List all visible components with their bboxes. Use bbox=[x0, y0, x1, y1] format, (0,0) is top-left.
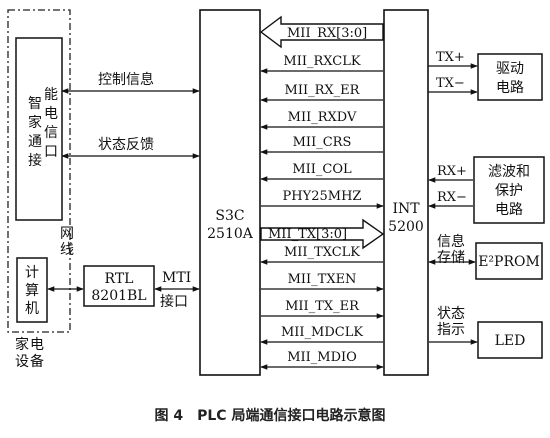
smart-interface-label: 智 家 通 接 能 电 信 口 bbox=[28, 87, 58, 169]
rx-minus-label: RX− bbox=[437, 190, 467, 205]
led-block bbox=[477, 321, 543, 359]
svg-text:电路: 电路 bbox=[496, 80, 524, 96]
svg-text:备: 备 bbox=[30, 353, 44, 370]
status-feedback-label: 状态反馈 bbox=[98, 137, 154, 153]
smart-interface-label-col2: 能 bbox=[44, 87, 58, 103]
svg-text:家: 家 bbox=[28, 114, 42, 131]
mti-label: MTI bbox=[162, 270, 191, 286]
svg-text:电: 电 bbox=[30, 337, 44, 353]
drive-circuit-label: 驱动 bbox=[496, 61, 524, 77]
signal-mii-txclk: MII_TXCLK bbox=[284, 245, 360, 260]
led-label: LED bbox=[495, 333, 526, 349]
signal-mii-tx: MII_TX[3:0] bbox=[268, 227, 347, 242]
int5200-label: INT bbox=[392, 201, 420, 217]
svg-text:设: 设 bbox=[15, 354, 29, 370]
svg-text:接: 接 bbox=[28, 152, 42, 169]
svg-text:算: 算 bbox=[25, 283, 39, 299]
smart-interface-block bbox=[15, 37, 63, 221]
svg-text:机: 机 bbox=[25, 301, 39, 317]
appliance-device-frame bbox=[7, 9, 71, 333]
filter-protection-label: 滤波和 bbox=[488, 164, 530, 180]
mii-rx-bus-arrow bbox=[259, 15, 384, 49]
signal-mii-rx: MII_RX[3:0] bbox=[287, 26, 367, 41]
signal-mii-txen: MII_TXEN bbox=[288, 272, 357, 287]
svg-text:指示: 指示 bbox=[437, 322, 465, 338]
svg-text:电路: 电路 bbox=[495, 202, 523, 218]
signal-phy25mhz: PHY25MHZ bbox=[283, 189, 362, 204]
svg-text:5200: 5200 bbox=[388, 219, 424, 235]
filter-protection-block bbox=[473, 156, 545, 224]
svg-text:保护: 保护 bbox=[495, 183, 523, 199]
svg-text:通: 通 bbox=[28, 134, 42, 150]
svg-text:存储: 存储 bbox=[437, 250, 465, 266]
signal-mii-crs: MII_CRS bbox=[293, 135, 352, 150]
figure-caption: 图 4 PLC 局端通信接口电路示意图 bbox=[155, 407, 386, 424]
signal-mii-rxclk: MII_RXCLK bbox=[283, 54, 360, 69]
computer-block bbox=[16, 257, 48, 323]
svg-text:线: 线 bbox=[60, 242, 74, 258]
signal-mii-tx-er: MII_TX_ER bbox=[285, 299, 360, 314]
eprom-block bbox=[475, 242, 543, 280]
mii-signals: MII_RX[3:0] MII_RXCLK MII_RX_ER MII_RXDV… bbox=[259, 15, 385, 370]
signal-mii-rxdv: MII_RXDV bbox=[288, 110, 357, 125]
svg-text:2510A: 2510A bbox=[207, 226, 254, 242]
s3c2510a-block bbox=[199, 9, 261, 376]
svg-text:8201BL: 8201BL bbox=[91, 288, 146, 304]
rtl8201bl-block bbox=[83, 265, 155, 307]
rtl8201bl-label: RTL bbox=[105, 271, 134, 287]
smart-interface-label-col1: 智 bbox=[28, 96, 42, 112]
signal-mii-col: MII_COL bbox=[292, 162, 352, 177]
appliance-device-label: 家 bbox=[15, 336, 29, 353]
tx-plus-label: TX+ bbox=[436, 50, 465, 65]
mti-interface-label: 接口 bbox=[160, 293, 188, 310]
svg-text:口: 口 bbox=[44, 144, 58, 160]
signal-mii-mdclk: MII_MDCLK bbox=[281, 325, 363, 340]
s3c2510a-label: S3C bbox=[215, 208, 244, 224]
svg-text:电: 电 bbox=[44, 106, 58, 122]
network-cable-label: 网 bbox=[60, 226, 74, 242]
control-info-label: 控制信息 bbox=[98, 71, 154, 88]
signal-mii-mdio: MII_MDIO bbox=[287, 350, 357, 365]
eprom-label: E²PROM bbox=[478, 254, 540, 270]
info-store-label: 信息 bbox=[437, 233, 465, 250]
tx-minus-label: TX− bbox=[436, 76, 465, 91]
int5200-block bbox=[383, 9, 429, 376]
computer-label: 计 bbox=[25, 265, 39, 281]
signal-mii-rx-er: MII_RX_ER bbox=[285, 83, 361, 98]
rx-plus-label: RX+ bbox=[437, 164, 467, 179]
status-ind-label: 状态 bbox=[437, 306, 465, 322]
drive-circuit-block bbox=[477, 53, 543, 101]
mii-tx-bus-arrow bbox=[260, 218, 385, 250]
svg-text:信: 信 bbox=[44, 125, 58, 141]
